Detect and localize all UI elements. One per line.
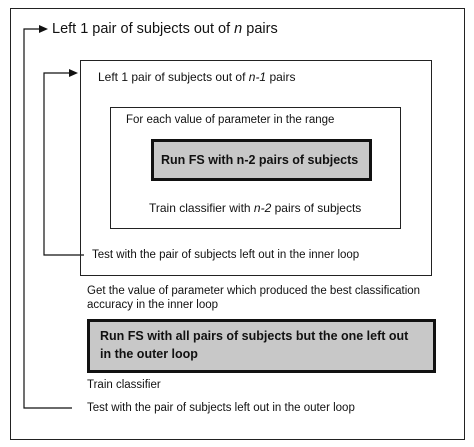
inner-loop-test: Test with the pair of subjects left out … [92,249,360,261]
train-inner-suffix: pairs of subjects [271,201,362,215]
inner-loop-header: Left 1 pair of subjects out of n-1 pairs [98,70,296,85]
best-parameter-line2: accuracy in the inner loop [87,299,219,311]
outer-loop-header-n: n [234,21,243,37]
outer-frame [10,8,465,440]
run-fs-inner-label: Run FS with n-2 pairs of subjects [161,153,359,167]
inner-loop-box [80,60,432,276]
run-fs-outer-box: Run FS with all pairs of subjects but th… [87,319,436,373]
outer-loop-header: Left 1 pair of subjects out of n pairs [52,21,278,38]
parameter-loop-box [110,107,401,229]
outer-loop-test: Test with the pair of subjects left out … [87,402,355,414]
train-classifier-inner: Train classifier with n-2 pairs of subje… [149,201,362,216]
inner-loop-header-n: n-1 [248,70,267,84]
best-parameter-line1: Get the value of parameter which produce… [87,285,421,297]
run-fs-outer-line1: Run FS with all pairs of subjects but th… [100,329,409,343]
outer-loop-header-prefix: Left 1 pair of subjects out of [52,21,235,37]
train-classifier-outer: Train classifier [87,379,161,391]
train-inner-n: n-2 [253,201,272,215]
run-fs-inner-box: Run FS with n-2 pairs of subjects [151,139,372,181]
outer-loop-header-suffix: pairs [242,21,278,37]
run-fs-outer-line2: in the outer loop [100,347,198,361]
inner-loop-header-suffix: pairs [266,70,296,84]
parameter-loop-header: For each value of parameter in the range [126,114,335,126]
inner-loop-header-prefix: Left 1 pair of subjects out of [98,70,249,84]
train-inner-prefix: Train classifier with [149,201,254,215]
